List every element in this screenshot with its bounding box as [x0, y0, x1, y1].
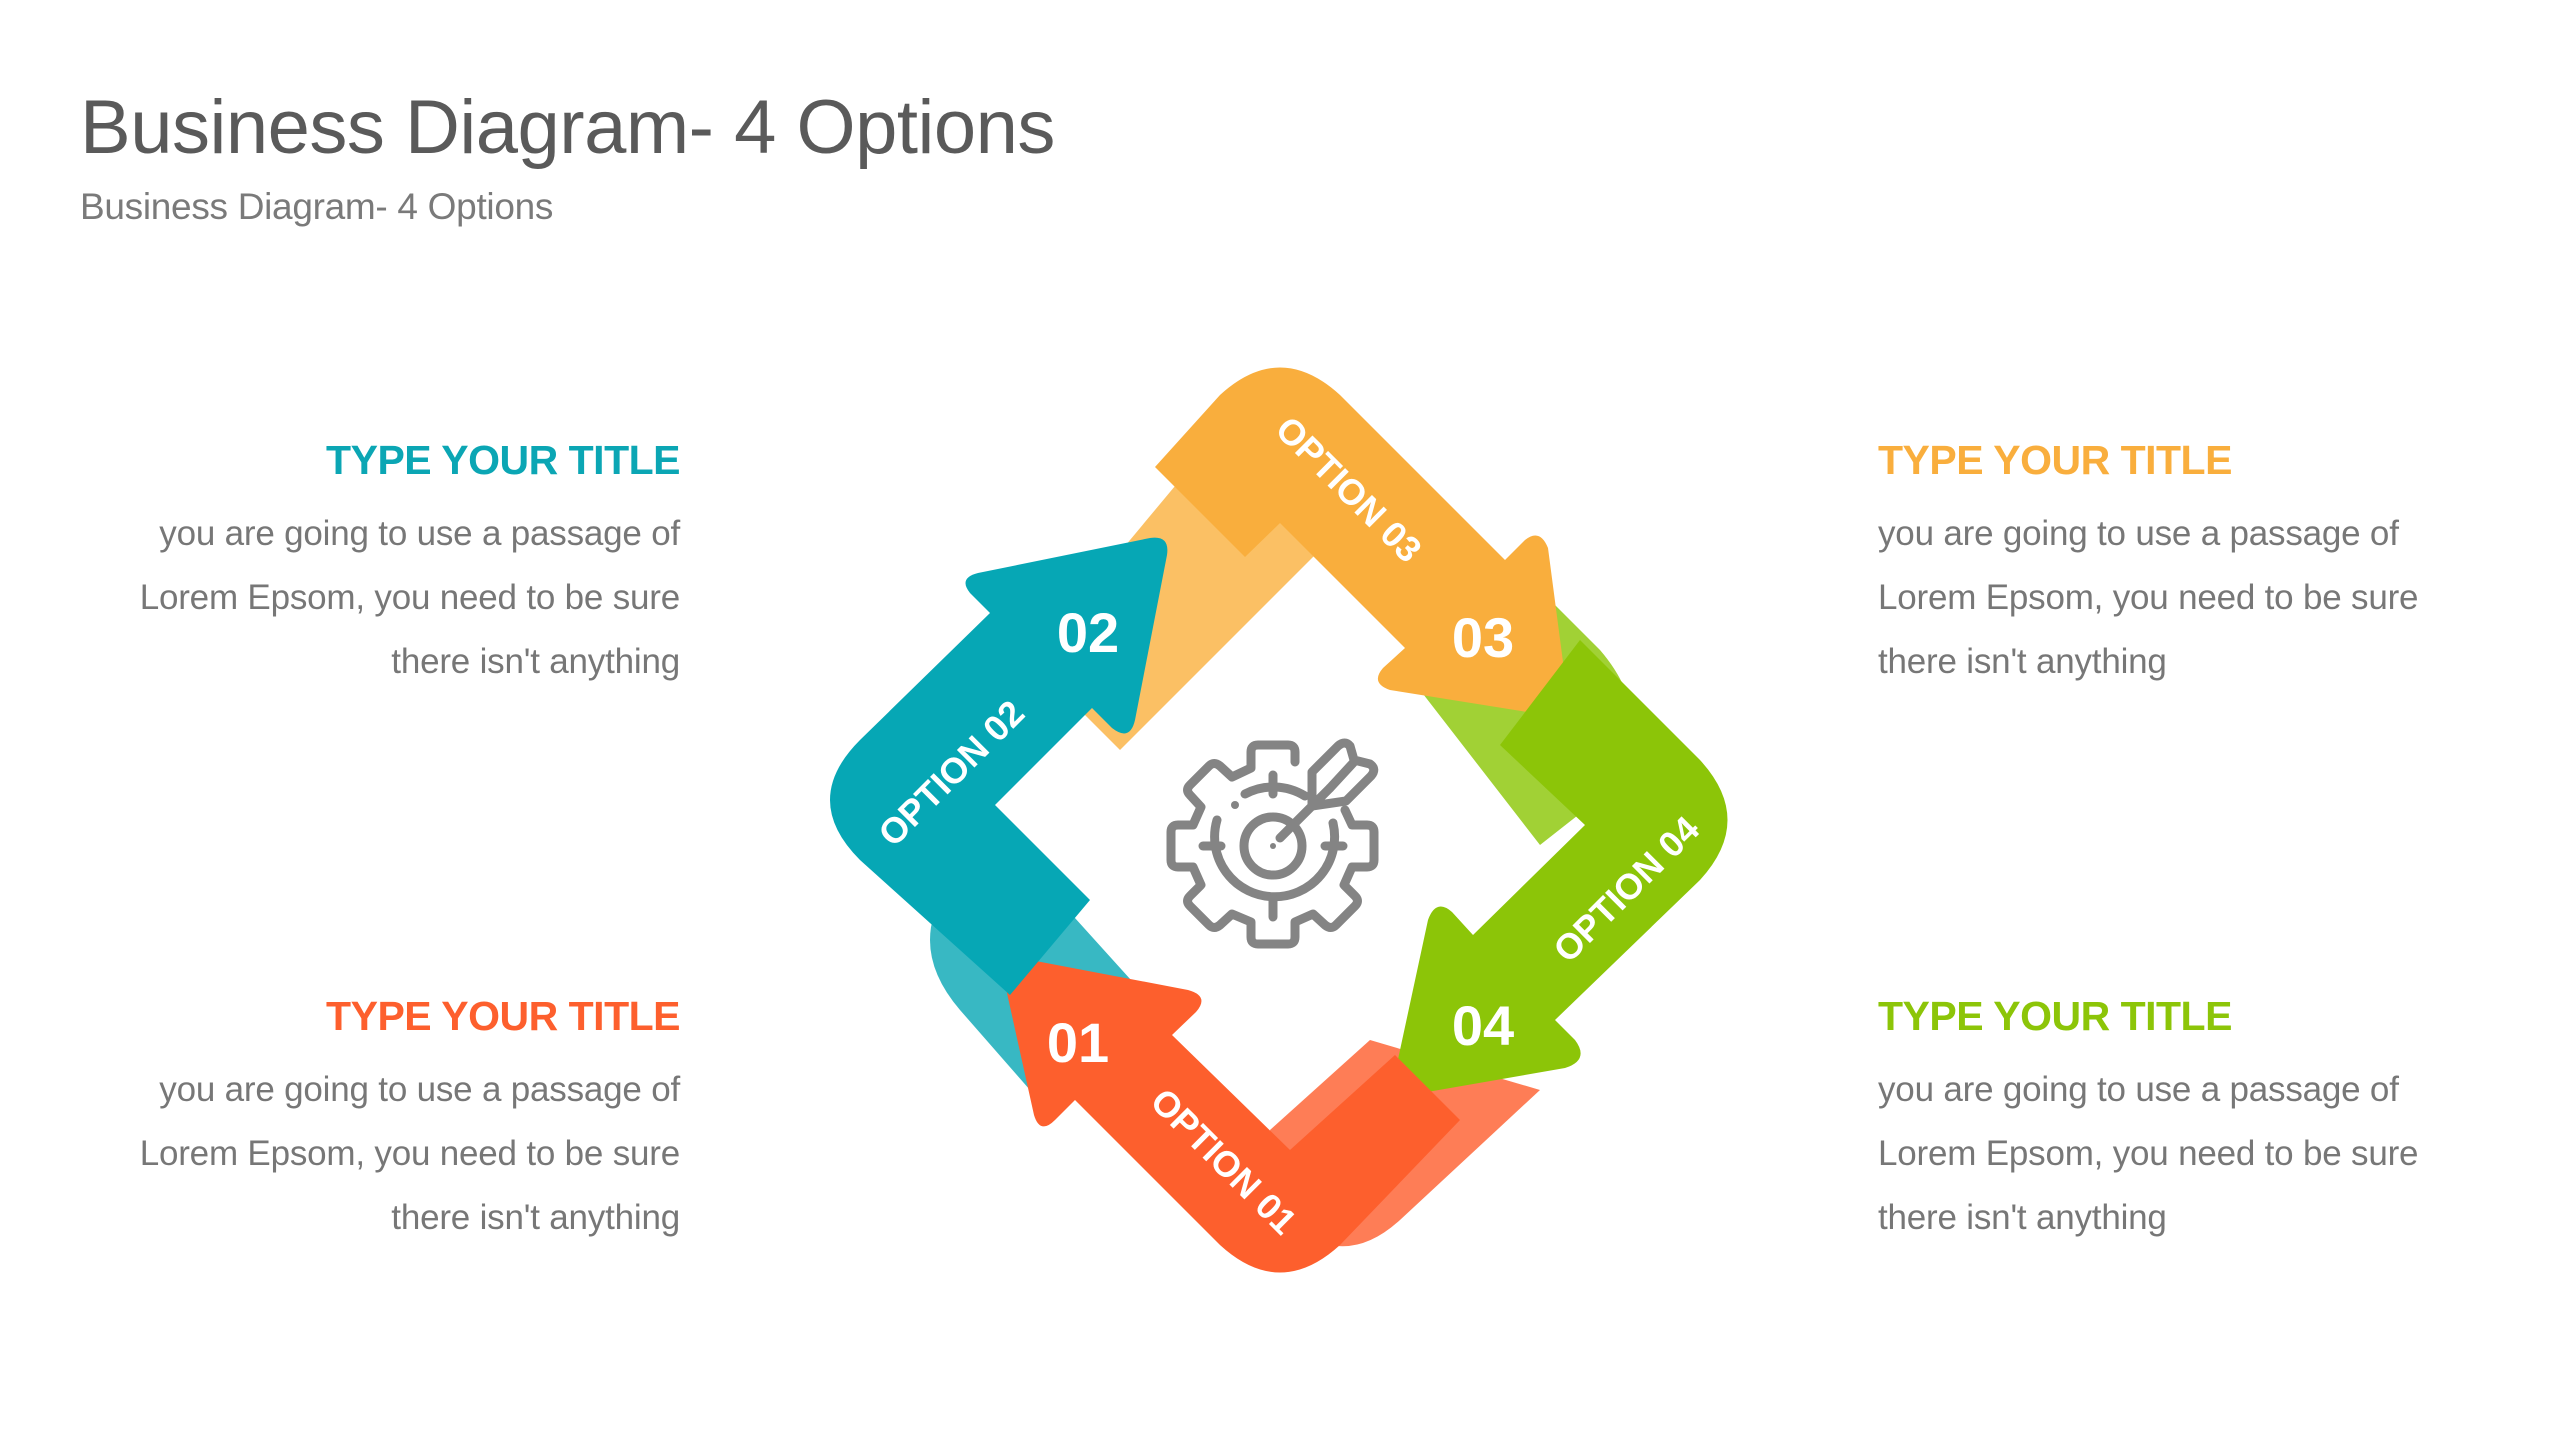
option-1-number: 01 [1047, 1011, 1109, 1074]
block-text-line: you are going to use a passage of [159, 514, 680, 553]
block-title: TYPE YOUR TITLE [1878, 993, 2232, 1039]
option-1-arrow [1002, 957, 1460, 1273]
block-text-line: there isn't anything [391, 1198, 680, 1237]
block-text-line: Lorem Epsom, you need to be sure [1878, 1134, 2419, 1173]
page-subtitle: Business Diagram- 4 Options [80, 186, 554, 227]
text-block-option-3: TYPE YOUR TITLE you are going to use a p… [1878, 434, 2518, 694]
block-text-line: you are going to use a passage of [1878, 1070, 2399, 1109]
text-block-option-4: TYPE YOUR TITLE you are going to use a p… [1878, 990, 2518, 1250]
block-text-line: there isn't anything [391, 642, 680, 681]
option-2-arrow [830, 537, 1168, 995]
text-block-option-1: TYPE YOUR TITLE you are going to use a p… [40, 990, 681, 1250]
block-title: TYPE YOUR TITLE [1878, 437, 2232, 483]
gear-target-arrow-icon [1166, 738, 1379, 949]
option-4-arrow [1393, 640, 1728, 1096]
block-text-line: Lorem Epsom, you need to be sure [139, 1134, 681, 1173]
block-text-line: Lorem Epsom, you need to be sure [1878, 578, 2419, 617]
block-text-line: Lorem Epsom, you need to be sure [139, 578, 681, 617]
block-text-line: there isn't anything [1878, 642, 2167, 681]
block-title: TYPE YOUR TITLE [326, 437, 680, 483]
page-title: Business Diagram- 4 Options [80, 85, 1055, 170]
block-title: TYPE YOUR TITLE [326, 993, 680, 1039]
option-4-number: 04 [1452, 994, 1514, 1057]
text-block-option-2: TYPE YOUR TITLE you are going to use a p… [40, 434, 681, 694]
option-3-number: 03 [1452, 606, 1514, 669]
block-text-line: you are going to use a passage of [159, 1070, 680, 1109]
block-text-line: you are going to use a passage of [1878, 514, 2399, 553]
option-3-arrow [1155, 367, 1569, 717]
option-2-number: 02 [1057, 601, 1119, 664]
block-text-line: there isn't anything [1878, 1198, 2167, 1237]
